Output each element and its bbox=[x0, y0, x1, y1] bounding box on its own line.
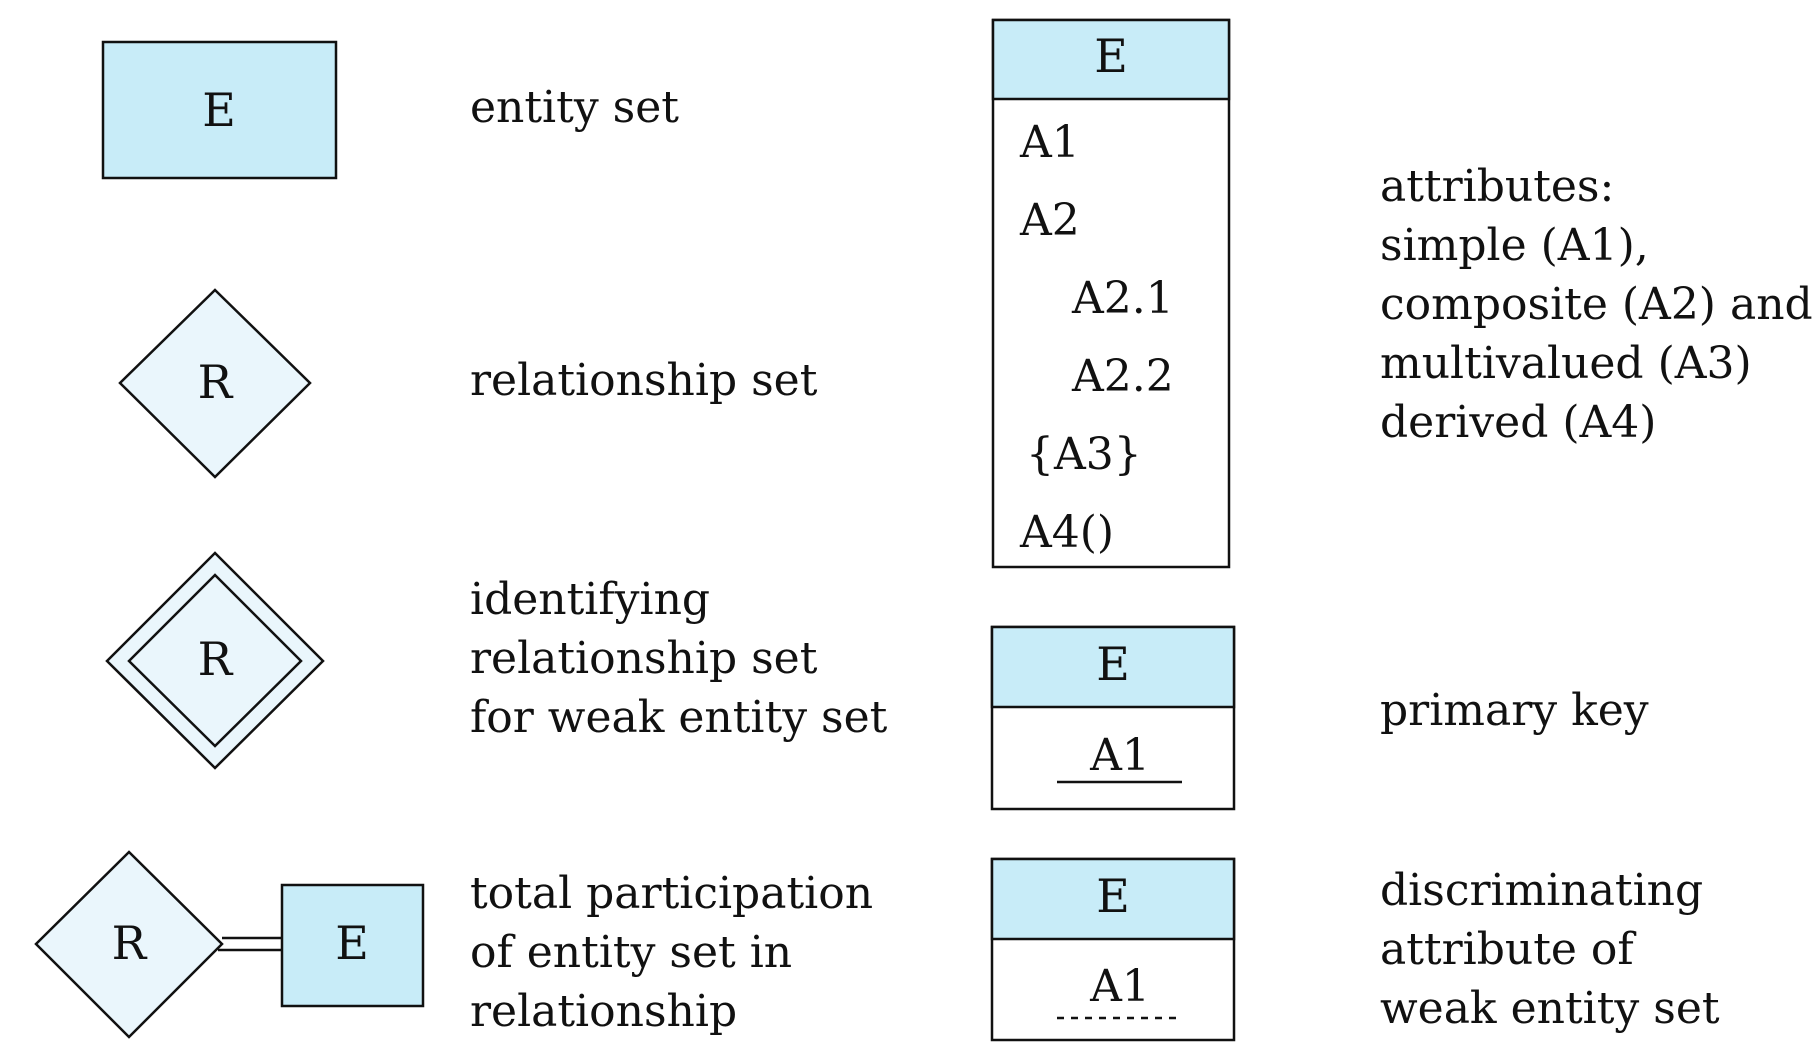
attributes-entity-symbol: E A1 A2 A2.1 A2.2 {A3} A4() bbox=[991, 18, 1231, 569]
discriminator-entity-symbol: E A1 bbox=[990, 857, 1236, 1042]
attribute-component-1: A2.1 bbox=[1071, 273, 1174, 324]
primary-key-attribute: A1 bbox=[1089, 730, 1150, 781]
relationship-diamond bbox=[118, 288, 312, 479]
total-participation-label-line2: of entity set in bbox=[470, 927, 792, 978]
primary-key-entity-header bbox=[990, 625, 1236, 709]
attribute-simple: A1 bbox=[1019, 117, 1080, 168]
relationship-set-label: relationship set bbox=[470, 355, 818, 406]
attributes-entity-title: E bbox=[1094, 29, 1128, 83]
entity-box bbox=[101, 40, 338, 180]
primary-key-entity-symbol: E A1 bbox=[990, 625, 1236, 811]
attributes-label-line5: derived (A4) bbox=[1380, 397, 1656, 448]
discriminator-label-line2: attribute of bbox=[1380, 924, 1636, 975]
participation-diamond bbox=[34, 850, 224, 1039]
identifying-diamond-inner bbox=[127, 573, 303, 748]
relationship-symbol-label: R bbox=[198, 355, 234, 409]
attribute-component-2: A2.2 bbox=[1071, 351, 1174, 402]
identifying-relationship-label-line2: relationship set bbox=[470, 633, 818, 684]
attributes-label-line4: multivalued (A3) bbox=[1380, 338, 1752, 389]
attribute-multivalued: {A3} bbox=[1026, 429, 1142, 480]
attribute-derived: A4() bbox=[1019, 507, 1114, 558]
identifying-relationship-symbol: R bbox=[105, 551, 325, 770]
discriminator-label-line1: discriminating bbox=[1380, 865, 1703, 916]
total-participation-label-line3: relationship bbox=[470, 986, 737, 1037]
participation-entity-box bbox=[280, 883, 425, 1008]
total-participation-symbol: R E bbox=[34, 850, 425, 1039]
attribute-composite: A2 bbox=[1019, 195, 1080, 246]
discriminator-entity-title: E bbox=[1096, 869, 1130, 923]
attributes-entity-body bbox=[991, 18, 1231, 569]
discriminator-label-line3: weak entity set bbox=[1380, 983, 1720, 1034]
identifying-symbol-label: R bbox=[198, 632, 234, 686]
attributes-label-line1: attributes: bbox=[1380, 161, 1614, 212]
primary-key-label: primary key bbox=[1380, 685, 1649, 736]
discriminator-attribute: A1 bbox=[1089, 961, 1150, 1012]
primary-key-entity-title: E bbox=[1096, 637, 1130, 691]
identifying-relationship-label-line1: identifying bbox=[470, 574, 710, 625]
entity-symbol-label: E bbox=[202, 83, 236, 137]
attributes-label-line2: simple (A1), bbox=[1380, 220, 1649, 271]
discriminator-entity-header bbox=[990, 857, 1236, 941]
total-participation-label-line1: total participation bbox=[470, 868, 873, 919]
relationship-set-symbol: R bbox=[118, 288, 312, 479]
participation-entity-label: E bbox=[335, 916, 369, 970]
entity-set-label: entity set bbox=[470, 82, 679, 133]
attributes-entity-header bbox=[991, 18, 1231, 101]
identifying-relationship-label-line3: for weak entity set bbox=[470, 692, 888, 743]
entity-set-symbol: E bbox=[101, 40, 338, 180]
attributes-label-line3: composite (A2) and bbox=[1380, 279, 1813, 330]
participation-diamond-label: R bbox=[112, 916, 148, 970]
